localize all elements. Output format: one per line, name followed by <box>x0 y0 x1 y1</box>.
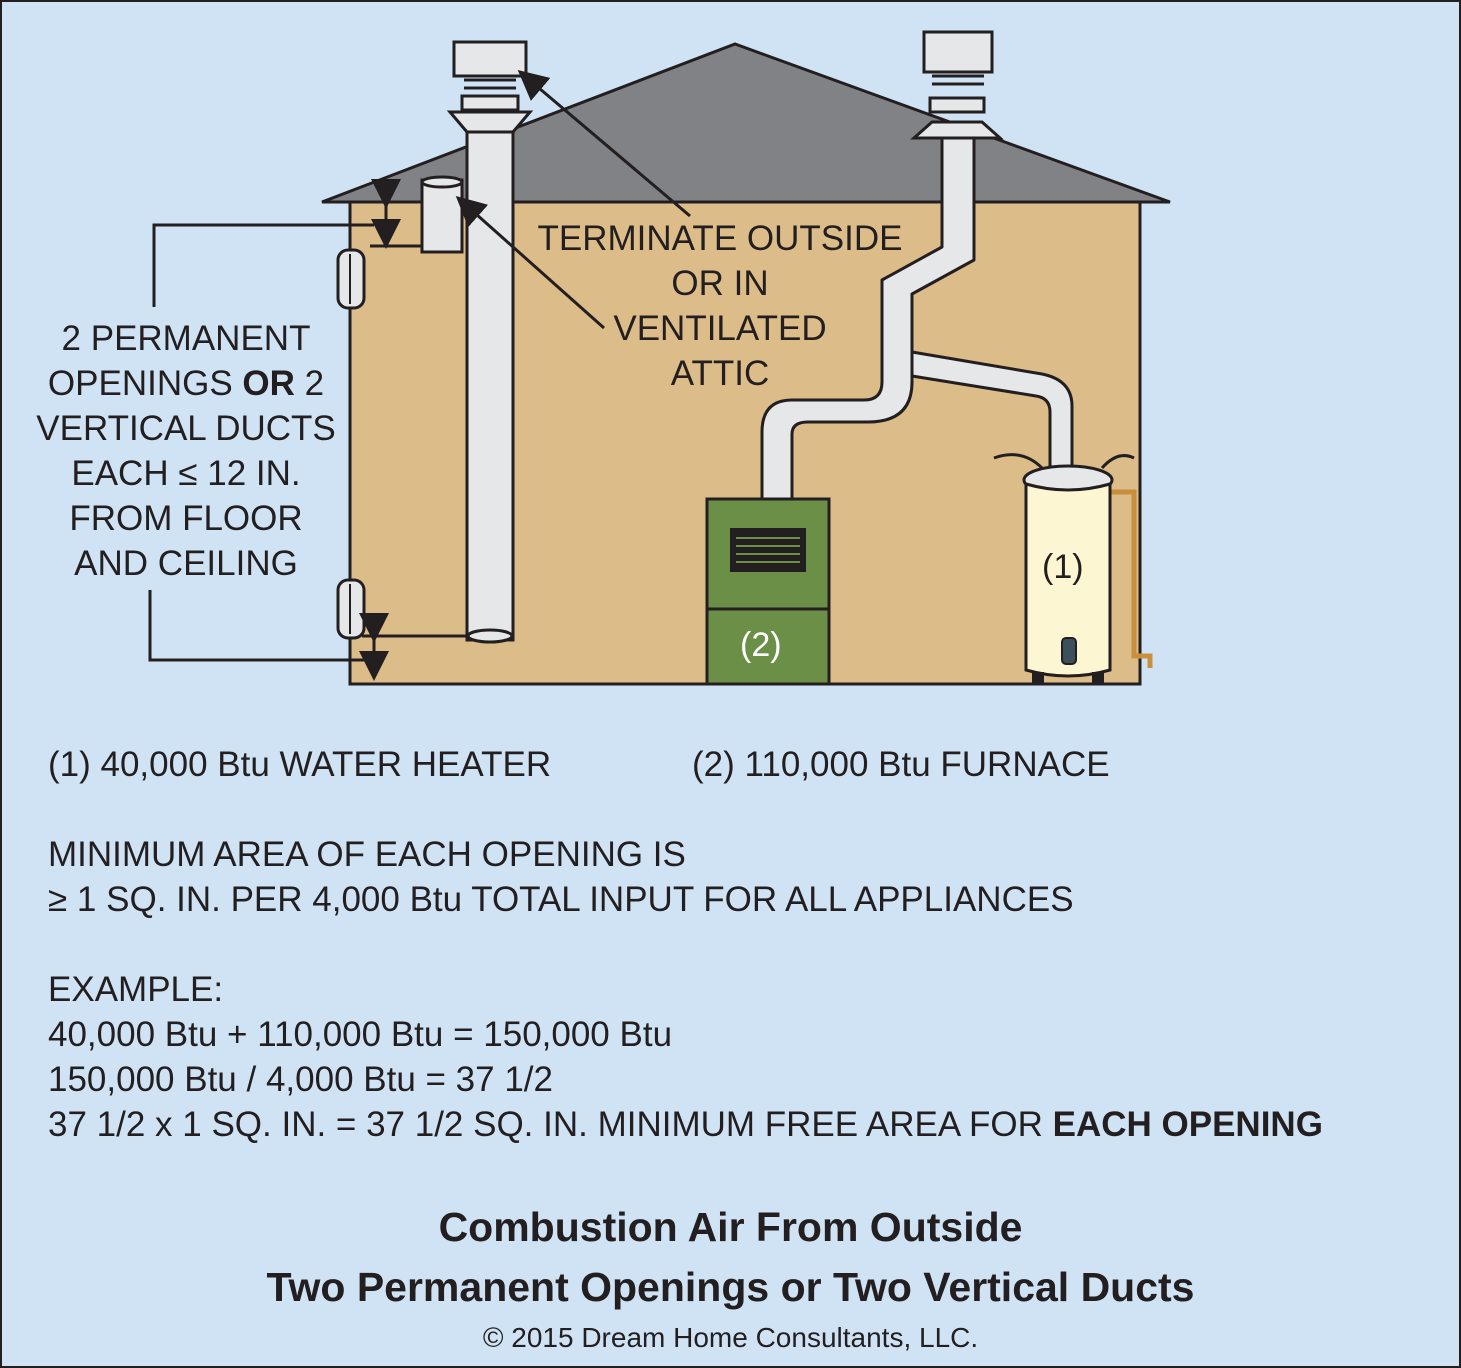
wall-opening-upper <box>336 248 366 310</box>
bracket-line-upper <box>152 223 374 307</box>
floor-dimension-arrow <box>359 613 468 681</box>
water-heater <box>993 453 1153 684</box>
copyright: © 2015 Dream Home Consultants, LLC. <box>482 1322 979 1353</box>
callout-arrow-duct <box>455 196 605 330</box>
example-heading: EXAMPLE: <box>48 970 224 1009</box>
furnace-tag: (2) <box>740 626 782 664</box>
example-line-2: 150,000 Btu / 4,000 Btu = 37 1/2 <box>48 1060 553 1099</box>
bracket-line-lower <box>148 590 364 662</box>
legend-furnace: (2) 110,000 Btu FURNACE <box>692 745 1110 784</box>
wall-opening-lower <box>336 578 366 640</box>
callout-arrow-chimney <box>517 70 691 218</box>
terminate-label: TERMINATE OUTSIDE OR IN VENTILATED ATTIC <box>537 219 903 393</box>
rule-line-1: MINIMUM AREA OF EACH OPENING IS <box>48 835 686 874</box>
upper-duct <box>420 175 464 254</box>
example-line-1: 40,000 Btu + 110,000 Btu = 150,000 Btu <box>48 1015 673 1054</box>
openings-label: 2 PERMANENT OPENINGS OR 2 VERTICAL DUCTS… <box>36 319 336 583</box>
furnace <box>705 497 831 686</box>
ceiling-dimension-arrow <box>370 179 422 249</box>
rule-line-2: ≥ 1 SQ. IN. PER 4,000 Btu TOTAL INPUT FO… <box>48 880 1074 919</box>
water-heater-tag: (1) <box>1042 548 1084 586</box>
title-line-2: Two Permanent Openings or Two Vertical D… <box>266 1264 1195 1310</box>
legend-water-heater: (1) 40,000 Btu WATER HEATER <box>48 745 552 784</box>
flue-right <box>760 30 1074 502</box>
title-line-1: Combustion Air From Outside <box>438 1204 1023 1250</box>
example-line-3: 37 1/2 x 1 SQ. IN. = 37 1/2 SQ. IN. MINI… <box>48 1105 1323 1144</box>
